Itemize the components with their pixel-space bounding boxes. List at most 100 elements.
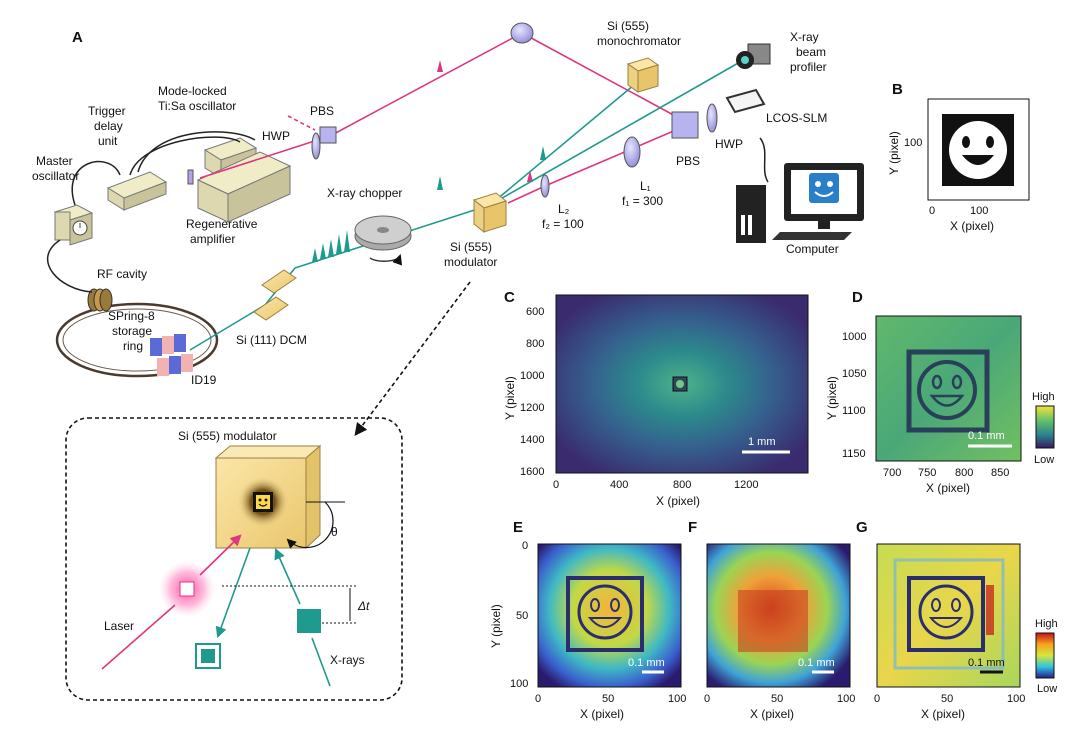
laser-line <box>101 604 176 670</box>
label-master-line2: oscillator <box>32 169 79 183</box>
e-ylabel: Y (pixel) <box>489 604 503 648</box>
laser-pattern-icon <box>179 581 195 597</box>
mirror-icon <box>510 22 534 44</box>
label-l1: L₁ <box>640 179 651 193</box>
label-trigger-line1: Trigger <box>88 104 126 118</box>
g-colorbar-low: Low <box>1037 683 1057 695</box>
lens-l2-icon <box>540 174 550 198</box>
d-scalebar-label: 0.1 mm <box>968 430 1005 442</box>
plot-e-image <box>537 543 682 688</box>
svg-text:monochromator: monochromator <box>597 34 681 48</box>
f-xtick: 100 <box>837 693 855 705</box>
plot-e-frame-pattern <box>566 576 644 652</box>
d-ytick: 1000 <box>842 331 866 343</box>
trigger-delay-unit-icon <box>106 171 168 211</box>
e-xtick: 50 <box>602 693 614 705</box>
storage-ring-inner <box>62 308 212 372</box>
panel-letter-c: C <box>504 289 515 306</box>
d-xtick: 800 <box>955 467 973 479</box>
d-ytick: 1050 <box>842 368 866 380</box>
svg-text:X-ray: X-ray <box>790 30 819 44</box>
xray-reflected-line <box>215 547 251 639</box>
plot-d-frame-pattern <box>906 349 990 433</box>
label-l2: L₂ <box>558 202 570 216</box>
label-spring8-line3: ring <box>123 339 143 353</box>
label-trigger-line3: unit <box>98 134 118 148</box>
d-ylabel: Y (pixel) <box>825 376 839 420</box>
plot-g-ring <box>893 558 1005 670</box>
svg-text:Si (555): Si (555) <box>450 240 492 254</box>
label-regen-line1: Regenerative <box>186 217 258 231</box>
theta-label: θ <box>331 525 338 539</box>
laser-beam <box>199 32 691 204</box>
svg-text:profiler: profiler <box>790 60 827 74</box>
svg-text:storage: storage <box>112 324 152 338</box>
d-ytick: 1150 <box>842 448 866 460</box>
d-colorbar-low: Low <box>1034 454 1054 466</box>
f-xlabel: X (pixel) <box>750 707 794 721</box>
cable <box>137 131 256 173</box>
f-xtick: 50 <box>771 693 783 705</box>
cable <box>759 137 769 183</box>
smiley-icon <box>949 121 1007 179</box>
svg-text:modulator: modulator <box>444 255 497 269</box>
g-scalebar-label: 0.1 mm <box>968 657 1005 669</box>
inset-title: Si (555) modulator <box>178 429 277 443</box>
label-trigger-line2: delay <box>94 119 123 133</box>
regenerative-amplifier-icon <box>196 151 292 223</box>
label-id19: ID19 <box>191 373 217 387</box>
svg-text:Si (555): Si (555) <box>607 19 649 33</box>
g-colorbar-high: High <box>1035 618 1058 630</box>
d-xtick: 750 <box>918 467 936 479</box>
label-mode-locked-line1: Mode-locked <box>158 84 227 98</box>
rf-cavity-icon <box>87 288 113 312</box>
e-ytick: 0 <box>522 540 528 552</box>
d-xtick: 700 <box>883 467 901 479</box>
g-colorbar <box>1035 632 1055 679</box>
c-ytick: 600 <box>526 306 544 318</box>
lcos-slm-icon <box>725 88 766 114</box>
e-ytick: 100 <box>510 678 528 690</box>
b-xtick-100: 100 <box>970 205 988 217</box>
c-xtick: 1200 <box>734 479 758 491</box>
c-ytick: 1200 <box>520 402 544 414</box>
c-scalebar-label: 1 mm <box>748 436 776 448</box>
pbs-icon <box>671 111 699 139</box>
label-pbs-left: PBS <box>310 104 334 118</box>
svg-text:ring: ring <box>123 339 143 353</box>
e-ytick: 50 <box>516 610 528 622</box>
label-spring8-line2: storage <box>112 324 152 338</box>
d-colorbar-high: High <box>1032 391 1055 403</box>
plot-d-image <box>875 315 1022 462</box>
e-xtick: 100 <box>668 693 686 705</box>
master-oscillator-icon <box>53 204 94 246</box>
c-ytick: 1400 <box>520 434 544 446</box>
cable <box>129 136 241 176</box>
label-hwp-left: HWP <box>262 129 290 143</box>
modulator-crystal-icon <box>214 444 322 550</box>
label-mono-line2: monochromator <box>597 34 681 48</box>
panel-letter-g: G <box>856 519 868 536</box>
e-xlabel: X (pixel) <box>580 707 624 721</box>
label-modulator-line2: modulator <box>444 255 497 269</box>
panel-letter-e: E <box>513 519 523 536</box>
label-f2: f₂ = 100 <box>542 217 584 231</box>
g-xlabel: X (pixel) <box>921 707 965 721</box>
svg-text:SPring-8: SPring-8 <box>108 309 155 323</box>
label-xray-chopper: X-ray chopper <box>327 186 402 200</box>
label-profiler-line3: profiler <box>790 60 827 74</box>
label-lcos-slm: LCOS-SLM <box>766 111 827 125</box>
beam-profiler-icon <box>736 43 771 69</box>
label-mono-line1: Si (555) <box>607 19 649 33</box>
label-computer: Computer <box>786 242 839 256</box>
smiley-icon <box>577 584 633 640</box>
panel-letter-f: F <box>688 519 697 536</box>
laser-pulse-icon <box>527 170 533 182</box>
svg-text:Master: Master <box>36 154 73 168</box>
panel-letter-b: B <box>892 81 903 98</box>
label-regen-line2: amplifier <box>190 232 235 246</box>
b-ylabel: Y (pixel) <box>887 131 901 175</box>
cable <box>71 160 121 206</box>
computer-icon <box>736 163 864 243</box>
